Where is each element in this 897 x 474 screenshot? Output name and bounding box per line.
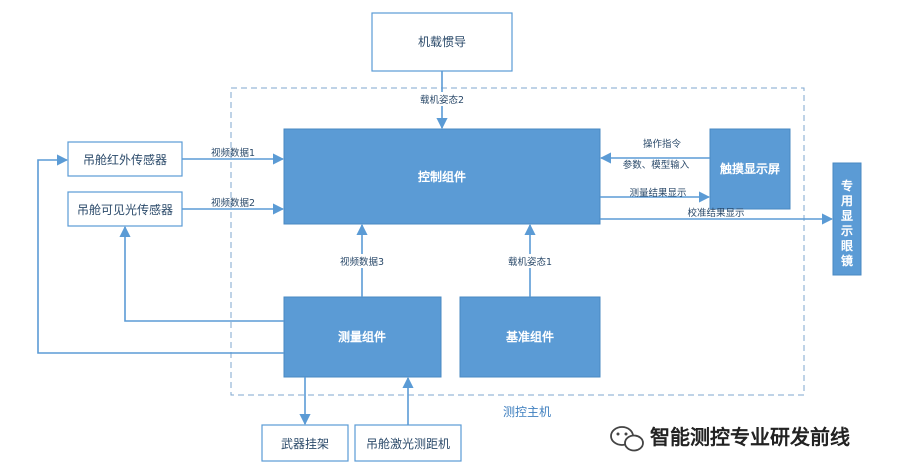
glasses-char-2: 用 bbox=[840, 194, 853, 208]
touch-node: 触摸显示屏 bbox=[709, 128, 791, 210]
edge-calib-result: 校准结果显示 bbox=[600, 207, 834, 225]
glasses-char-3: 显 bbox=[841, 209, 853, 223]
footer-text: 智能测控专业研发前线 bbox=[650, 425, 850, 449]
glasses-char-1: 专 bbox=[841, 178, 853, 193]
visible-sensor-label: 吊舱可见光传感器 bbox=[77, 202, 173, 217]
imu-label: 机载惯导 bbox=[418, 34, 466, 49]
edge-video3-label: 视频数据3 bbox=[340, 256, 384, 268]
weapon-node: 武器挂架 bbox=[261, 424, 349, 462]
measure-node: 测量组件 bbox=[283, 296, 442, 378]
edge-calib-result-label: 校准结果显示 bbox=[687, 207, 744, 219]
control-node: 控制组件 bbox=[283, 128, 601, 225]
control-label: 控制组件 bbox=[418, 169, 466, 184]
glasses-char-6: 镜 bbox=[841, 253, 853, 268]
laser-node: 吊舱激光测距机 bbox=[354, 424, 462, 462]
edge-attitude2: 载机姿态2 bbox=[414, 71, 470, 130]
edge-measure-to-ir bbox=[37, 154, 284, 354]
edge-attitude1: 载机姿态1 bbox=[502, 223, 558, 297]
edge-attitude1-label: 载机姿态1 bbox=[508, 256, 552, 268]
touch-label: 触摸显示屏 bbox=[720, 161, 780, 176]
reference-label: 基准组件 bbox=[505, 329, 554, 344]
glasses-char-5: 眼 bbox=[841, 239, 853, 253]
edge-video3: 视频数据3 bbox=[336, 223, 388, 297]
laser-label: 吊舱激光测距机 bbox=[366, 437, 450, 451]
wechat-icon bbox=[610, 426, 644, 452]
host-frame-label: 测控主机 bbox=[503, 405, 551, 419]
edge-operation-line2: 参数、模型输入 bbox=[623, 159, 690, 171]
ir-sensor-label: 吊舱红外传感器 bbox=[83, 152, 167, 167]
edge-operation: 操作指令 参数、模型输入 bbox=[599, 138, 710, 171]
edge-video2: 视频数据2 bbox=[182, 197, 285, 215]
weapon-label: 武器挂架 bbox=[281, 437, 329, 451]
ir-sensor-node: 吊舱红外传感器 bbox=[67, 141, 183, 177]
glasses-node: 专 用 显 示 眼 镜 bbox=[832, 162, 862, 276]
edge-attitude2-label: 载机姿态2 bbox=[420, 94, 464, 106]
reference-node: 基准组件 bbox=[459, 296, 601, 378]
edge-operation-line1: 操作指令 bbox=[643, 138, 682, 150]
footer-watermark: 智能测控专业研发前线 bbox=[610, 425, 850, 452]
glasses-char-4: 示 bbox=[840, 224, 853, 238]
measure-label: 测量组件 bbox=[338, 329, 386, 344]
edge-video2-label: 视频数据2 bbox=[211, 197, 255, 209]
edge-measure-result-label: 测量结果显示 bbox=[629, 187, 686, 199]
visible-sensor-node: 吊舱可见光传感器 bbox=[67, 191, 183, 227]
edge-video1-label: 视频数据1 bbox=[211, 147, 255, 159]
edge-video1: 视频数据1 bbox=[182, 147, 285, 165]
edge-measure-result: 测量结果显示 bbox=[600, 187, 711, 203]
imu-node: 机载惯导 bbox=[371, 12, 513, 72]
edge-measure-to-visible bbox=[119, 225, 284, 322]
